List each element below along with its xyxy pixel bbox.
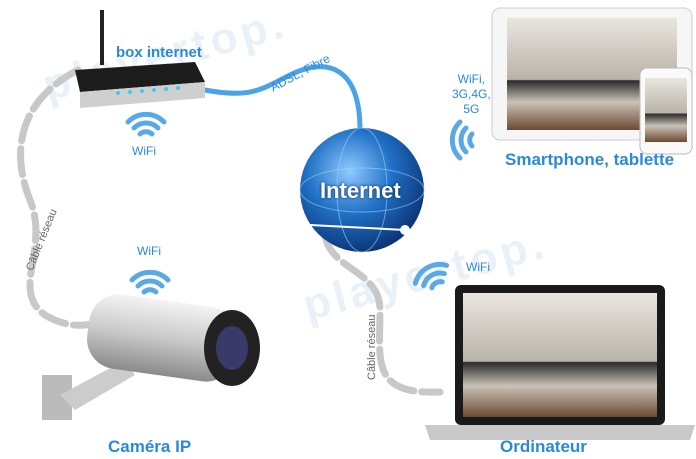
router-wifi-label: WiFi: [132, 144, 156, 158]
network-cable-camera: [17, 66, 104, 329]
mobile-wifi-line: WiFi,: [457, 72, 485, 86]
laptop-icon: [425, 285, 695, 440]
wifi-icon-mobile: [449, 119, 475, 161]
mobile-label: Smartphone, tablette: [505, 150, 675, 169]
wifi-icon-router: [125, 111, 167, 137]
computer-cable-label: Câble réseau: [366, 314, 378, 380]
router-icon: [75, 10, 205, 108]
computer-label: Ordinateur: [500, 437, 587, 456]
uplink-cable: [194, 64, 363, 131]
wifi-icon-camera: [129, 269, 171, 295]
router-label: box internet: [116, 44, 202, 61]
network-cable-computer: [321, 231, 444, 396]
globe-icon: [299, 127, 425, 253]
camera-wifi-label: WiFi: [137, 244, 161, 258]
wifi-icon-computer: [412, 261, 450, 291]
smartphone-icon: [639, 67, 693, 155]
globe-label: Internet: [320, 178, 401, 203]
camera-label: Caméra IP: [108, 437, 192, 456]
mobile-wifi-line: 5G: [463, 102, 480, 116]
camera-icon: [42, 294, 260, 420]
mobile-wifi-line: 3G,4G,: [452, 87, 491, 101]
mobile-wifi-label: WiFi, 3G,4G, 5G: [452, 72, 491, 117]
computer-wifi-label: WiFi: [466, 260, 490, 274]
